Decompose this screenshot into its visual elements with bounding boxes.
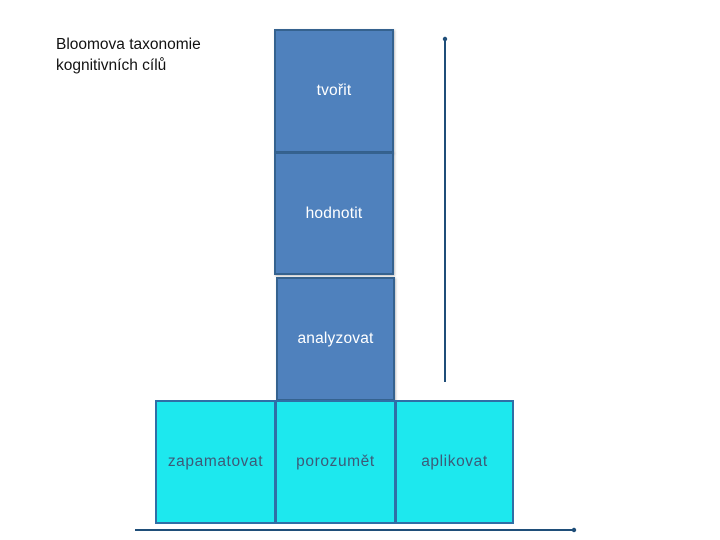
vertical-axis-end-dot: [442, 36, 448, 42]
block-hodnotit-label: hodnotit: [305, 204, 363, 222]
block-porozumet-label: porozumět: [296, 453, 375, 470]
block-analyzovat-label: analyzovat: [297, 330, 374, 347]
block-zapamatovat: zapamatovat: [155, 400, 276, 524]
diagram-title: Bloomova taxonomie kognitivních cílů: [56, 34, 201, 76]
block-aplikovat: aplikovat: [395, 400, 514, 524]
title-line-2: kognitivních cílů: [56, 57, 167, 74]
block-aplikovat-label: aplikovat: [421, 453, 488, 470]
title-line-1: Bloomova taxonomie: [56, 36, 201, 53]
block-tvorit: tvořit: [274, 29, 394, 153]
block-hodnotit: hodnotit: [274, 152, 394, 275]
block-analyzovat: analyzovat: [276, 277, 395, 401]
horizontal-axis-end-dot: [571, 527, 577, 533]
block-tvorit-label: tvořit: [316, 82, 352, 99]
block-porozumet: porozumět: [275, 400, 396, 524]
block-zapamatovat-label: zapamatovat: [167, 453, 264, 470]
